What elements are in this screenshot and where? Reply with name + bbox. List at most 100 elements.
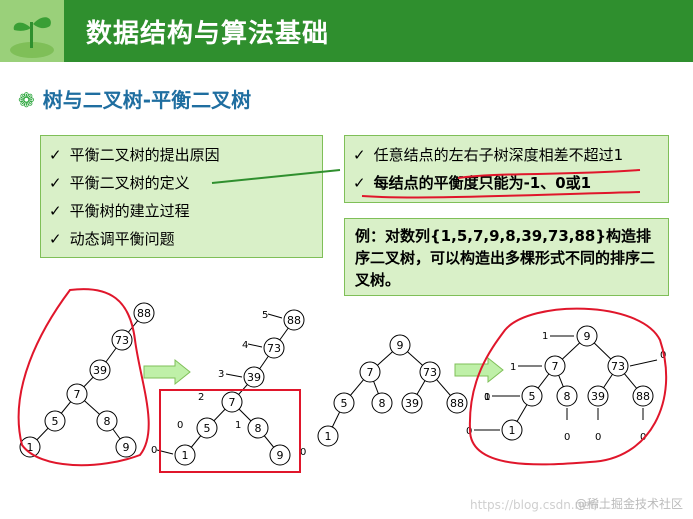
node-label: 8	[255, 422, 262, 435]
topic-item: ✓平衡二叉树的提出原因	[49, 146, 220, 164]
annotation-label: 0	[640, 432, 646, 443]
example-box: 例：对数列{1,5,7,9,8,39,73,88}构造排序二叉树，可以构造出多棵…	[344, 218, 669, 296]
annotation-label: 0	[564, 432, 570, 443]
tree-node	[521, 385, 543, 407]
node-label: 73	[611, 360, 625, 373]
tree-node	[419, 361, 441, 383]
section-heading: ❁ 树与二叉树-平衡二叉树	[18, 84, 251, 113]
sprout-logo-icon	[0, 0, 64, 62]
definition-item: ✓任意结点的左右子树深度相差不超过1	[353, 146, 624, 164]
red-underline-mark	[457, 169, 641, 179]
node-label: 7	[367, 366, 374, 379]
node-label: 9	[277, 449, 284, 462]
tree-node	[576, 325, 598, 347]
tree-node	[196, 417, 218, 439]
node-label: 88	[636, 390, 650, 403]
tree-node	[44, 410, 66, 432]
node-label: 7	[74, 388, 81, 401]
tree-node	[221, 391, 243, 413]
red-circle-mark	[468, 307, 668, 466]
node-label: 88	[287, 314, 301, 327]
node-label: 8	[564, 390, 571, 403]
annotation-label: 0	[484, 392, 490, 403]
node-label: 39	[591, 390, 605, 403]
node-label: 39	[405, 397, 419, 410]
tree-node	[247, 417, 269, 439]
node-label: 5	[341, 397, 348, 410]
node-label: 1	[182, 449, 189, 462]
node-label: 9	[123, 441, 130, 454]
annotation-label: 1	[484, 392, 490, 403]
tree-node	[556, 385, 578, 407]
pointer-arrow	[211, 169, 341, 184]
annotation-arrow	[629, 359, 658, 367]
tree-node	[607, 355, 629, 377]
flower-bullet-icon: ❁	[18, 88, 35, 112]
topic-item: ✓动态调平衡问题	[49, 230, 175, 248]
tree-node	[243, 366, 265, 388]
annotation-label: 0	[595, 432, 601, 443]
check-icon: ✓	[353, 146, 366, 164]
annotation-arrow	[247, 343, 263, 348]
tree-node	[371, 392, 393, 414]
watermark-brand: @稀土掘金技术社区	[574, 497, 683, 511]
topic-item: ✓平衡树的建立过程	[49, 202, 190, 220]
topic-item: ✓平衡二叉树的定义	[49, 174, 190, 192]
tree-node	[632, 385, 654, 407]
tree-node	[174, 444, 196, 466]
header-title: 数据结构与算法基础	[86, 19, 330, 49]
tree-node	[263, 337, 285, 359]
definition-item: ✓每结点的平衡度只能为-1、0或1	[353, 174, 592, 192]
tree-node	[133, 302, 155, 324]
header-bar: 数据结构与算法基础	[0, 0, 693, 62]
annotation-label: 5	[262, 310, 268, 321]
node-label: 73	[267, 342, 281, 355]
annotation-label: 0	[300, 447, 306, 458]
annotation-label: 3	[218, 369, 224, 380]
topics-box: ✓平衡二叉树的提出原因 ✓平衡二叉树的定义 ✓平衡树的建立过程 ✓动态调平衡问题	[40, 135, 323, 258]
red-underline-mark	[361, 191, 641, 199]
node-label: 1	[27, 441, 34, 454]
annotation-arrow	[225, 373, 243, 378]
tree-node	[501, 419, 523, 441]
annotation-label: 4	[242, 340, 248, 351]
tree-node	[401, 392, 423, 414]
tree-node	[317, 425, 339, 447]
node-label: 88	[450, 397, 464, 410]
tree-node	[544, 355, 566, 377]
annotation-label: 0	[151, 445, 157, 456]
right-arrow-icon	[143, 358, 191, 386]
red-box-mark	[159, 389, 301, 473]
section-title: 树与二叉树-平衡二叉树	[42, 88, 252, 112]
check-icon: ✓	[49, 202, 62, 220]
definition-box: ✓任意结点的左右子树深度相差不超过1 ✓每结点的平衡度只能为-1、0或1	[344, 135, 669, 203]
node-label: 9	[397, 339, 404, 352]
node-label: 1	[509, 424, 516, 437]
right-arrow-icon	[454, 356, 504, 384]
annotation-label: 1	[235, 420, 241, 431]
node-label: 8	[104, 415, 111, 428]
tree-node	[389, 334, 411, 356]
tree-node	[96, 410, 118, 432]
node-label: 5	[52, 415, 59, 428]
tree-node	[111, 329, 133, 351]
check-icon: ✓	[353, 174, 366, 192]
annotation-label: 0	[177, 420, 183, 431]
tree-node	[359, 361, 381, 383]
watermark-url: https://blog.csdn.net/...	[470, 498, 610, 512]
tree-node	[446, 392, 468, 414]
tree-node	[89, 359, 111, 381]
check-icon: ✓	[49, 230, 62, 248]
node-label: 39	[93, 364, 107, 377]
node-label: 7	[552, 360, 559, 373]
annotation-label: 1	[542, 331, 548, 342]
node-label: 5	[204, 422, 211, 435]
tree-node	[333, 392, 355, 414]
tree-node	[115, 436, 137, 458]
tree-node	[19, 436, 41, 458]
tree-node	[66, 383, 88, 405]
tree-node	[283, 309, 305, 331]
tree-node	[269, 444, 291, 466]
